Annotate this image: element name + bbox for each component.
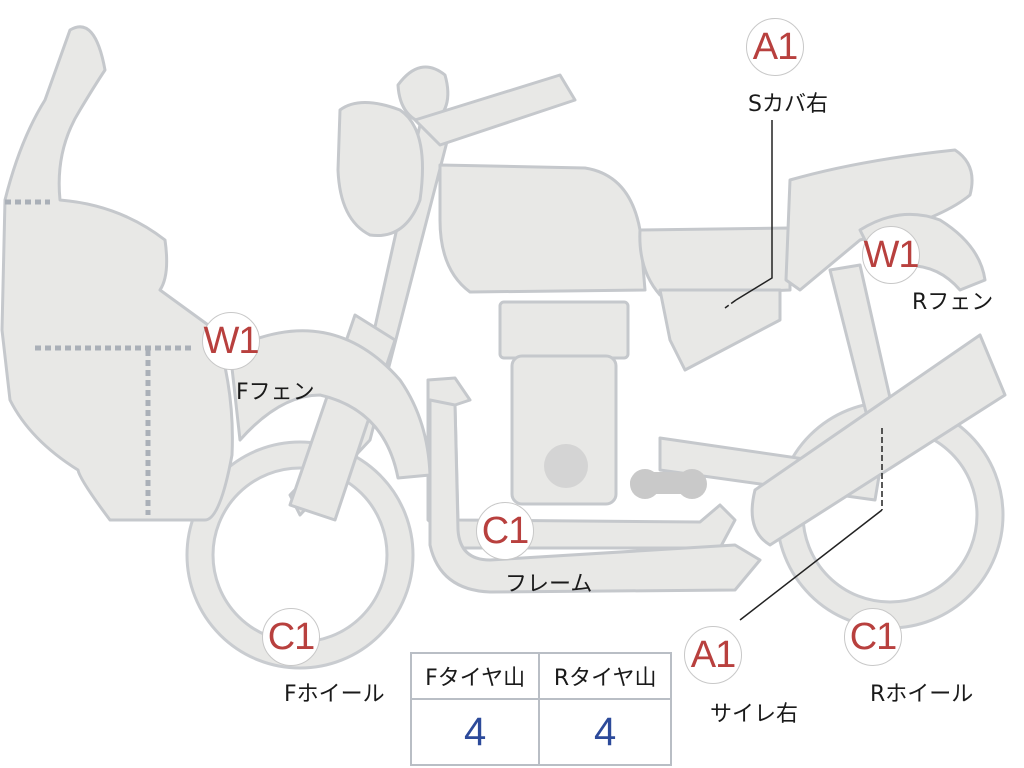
label-c1-frame: フレーム	[505, 572, 593, 597]
value-front-tread: 4	[409, 698, 541, 766]
seat-front	[638, 226, 792, 297]
headlight	[336, 101, 424, 238]
handlebar-mount	[396, 65, 450, 127]
fairing	[0, 25, 234, 522]
table-value-row: 4 4	[409, 698, 672, 766]
label-a1-top: Sカバ右	[748, 92, 828, 117]
leader-a1-top-dash	[724, 299, 737, 309]
header-front-tread: Fタイヤ山	[409, 652, 541, 700]
engine	[498, 300, 707, 506]
muffler	[750, 333, 1007, 547]
value-rear-tread: 4	[538, 698, 672, 766]
fuel-tank	[438, 163, 647, 294]
marker-c1-front-wheel: C1	[262, 608, 320, 666]
marker-c1-frame: C1	[476, 502, 534, 560]
front-fender	[228, 329, 432, 480]
side-cover	[658, 288, 782, 372]
header-rear-tread: Rタイヤ山	[538, 652, 672, 700]
label-w1-rear: Rフェン	[912, 290, 994, 315]
marker-a1-top: A1	[746, 18, 804, 76]
marker-a1-bottom: A1	[684, 626, 742, 684]
marker-w1-front: W1	[202, 312, 260, 370]
marker-c1-rear-wheel: C1	[844, 608, 902, 666]
leader-a1-bottom	[739, 509, 883, 621]
table-header-row: Fタイヤ山 Rタイヤ山	[409, 652, 672, 700]
label-a1-bottom: サイレ右	[710, 702, 799, 727]
tire-tread-table: Fタイヤ山 Rタイヤ山 4 4	[409, 652, 672, 766]
leader-a1-top	[735, 120, 773, 301]
marker-w1-rear: W1	[862, 226, 920, 284]
label-c1-rear-wheel: Rホイール	[870, 682, 974, 707]
handlebar	[413, 73, 577, 147]
label-c1-front-wheel: Fホイール	[284, 682, 385, 707]
frame-lower	[428, 398, 762, 594]
label-w1-front: Fフェン	[236, 380, 315, 405]
